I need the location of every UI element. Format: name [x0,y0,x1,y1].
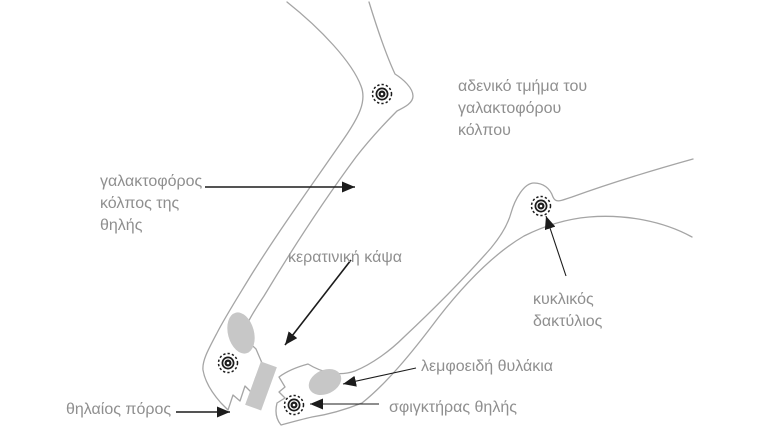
right-teat-half-outline [275,158,694,426]
pointer-arrows [176,181,567,418]
keratin-capsule-shape [245,361,277,411]
lymphoid-follicles-label: λεμφοειδή θυλάκια [421,358,554,375]
lactiferous-sinus-label: γαλακτοφόρος κόλπος της θηλής [100,173,203,234]
lymphoid-follicles-arrow [342,367,417,387]
lymphoid-follicle-blob [308,368,342,396]
tissue-blobs [227,312,342,411]
upper-ring-marker-icon [371,83,393,105]
left-teat-half-outline [202,1,414,411]
keratin-capsule-label: κερατινική κάψα [288,249,402,266]
keratin-capsule-arrow [284,259,352,346]
left-gland-blob [227,312,255,354]
left-tip-ring-marker-icon [217,352,239,374]
circular-ring-marker-icon [530,195,552,217]
teat-duct-label: θηλαίος πόρος [66,401,172,418]
glandular-part-label: αδενικό τμήμα του γαλακτοφόρου κόλπου [458,78,588,139]
teat-sphincter-label: σφιγκτήρας θηλής [389,399,517,416]
circular-ring-label: κυκλικός δακτύλιος [533,291,603,330]
circular-ring-arrow [544,215,567,277]
sphincter-ring-marker-icon [283,394,305,416]
